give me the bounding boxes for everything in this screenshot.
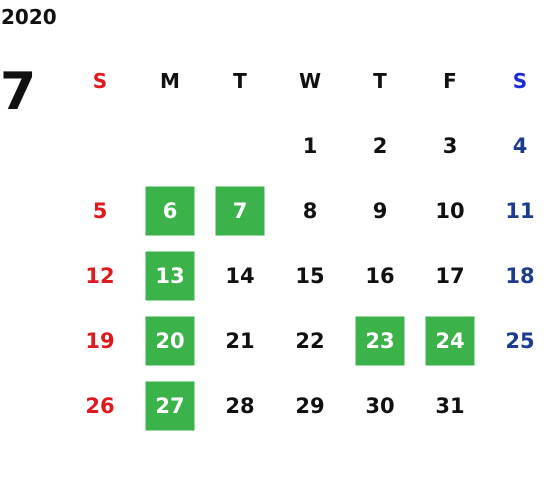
day-number: 21	[225, 328, 255, 353]
day-number: 13	[155, 263, 185, 288]
day-cell[interactable]: 31	[415, 373, 485, 438]
day-highlight	[355, 316, 405, 365]
day-cell[interactable]: 29	[275, 373, 345, 438]
day-cell[interactable]: 26	[65, 373, 135, 438]
weekday-header: W	[298, 68, 322, 93]
day-number: 18	[505, 263, 535, 288]
day-number: 4	[512, 133, 528, 158]
day-number: 9	[372, 198, 388, 223]
day-highlight	[145, 186, 195, 235]
day-cell-highlighted[interactable]: 20	[135, 308, 205, 373]
day-number: 2	[372, 133, 388, 158]
day-cell[interactable]: 18	[485, 243, 548, 308]
day-cell[interactable]: 12	[65, 243, 135, 308]
calendar-month: 7	[0, 62, 37, 122]
day-highlight	[145, 381, 195, 430]
weekday-header: S	[92, 68, 108, 93]
day-number: 5	[92, 198, 108, 223]
day-cell[interactable]: 10	[415, 178, 485, 243]
day-number: 28	[225, 393, 255, 418]
empty-day-cell	[205, 113, 275, 178]
day-cell[interactable]: 25	[485, 308, 548, 373]
day-number: 12	[85, 263, 115, 288]
day-number: 7	[232, 198, 248, 223]
day-number: 10	[435, 198, 465, 223]
day-number: 30	[365, 393, 395, 418]
day-cell[interactable]: 14	[205, 243, 275, 308]
day-cell[interactable]: 28	[205, 373, 275, 438]
day-cell[interactable]: 4	[485, 113, 548, 178]
weekday-header: T	[233, 68, 247, 93]
day-number: 11	[505, 198, 535, 223]
day-cell[interactable]: 30	[345, 373, 415, 438]
day-number: 19	[85, 328, 115, 353]
day-highlight	[215, 186, 265, 235]
day-highlight	[145, 251, 195, 300]
day-number: 22	[295, 328, 325, 353]
day-number: 25	[505, 328, 535, 353]
day-cell[interactable]: 8	[275, 178, 345, 243]
day-number: 26	[85, 393, 115, 418]
empty-day-cell	[135, 113, 205, 178]
day-cell[interactable]: 16	[345, 243, 415, 308]
day-number: 29	[295, 393, 325, 418]
day-number: 24	[435, 328, 465, 353]
weekday-header: S	[512, 68, 528, 93]
day-cell[interactable]: 11	[485, 178, 548, 243]
calendar-year: 2020	[1, 5, 57, 29]
weekday-header: F	[443, 68, 457, 93]
day-number: 23	[365, 328, 395, 353]
day-cell[interactable]: 9	[345, 178, 415, 243]
day-number: 1	[302, 133, 318, 158]
weekday-header: M	[160, 68, 180, 93]
day-cell[interactable]: 15	[275, 243, 345, 308]
day-cell-highlighted[interactable]: 6	[135, 178, 205, 243]
day-highlight	[145, 316, 195, 365]
day-number: 14	[225, 263, 255, 288]
day-highlight	[425, 316, 475, 365]
day-cell[interactable]: 21	[205, 308, 275, 373]
day-cell[interactable]: 2	[345, 113, 415, 178]
day-cell-highlighted[interactable]: 23	[345, 308, 415, 373]
day-cell[interactable]: 5	[65, 178, 135, 243]
day-number: 27	[155, 393, 185, 418]
weekday-header: T	[373, 68, 387, 93]
day-cell-highlighted[interactable]: 24	[415, 308, 485, 373]
empty-day-cell	[65, 113, 135, 178]
day-cell[interactable]: 1	[275, 113, 345, 178]
day-number: 20	[155, 328, 185, 353]
day-number: 3	[442, 133, 458, 158]
day-number: 8	[302, 198, 318, 223]
day-cell[interactable]: 22	[275, 308, 345, 373]
day-number: 16	[365, 263, 395, 288]
day-cell-highlighted[interactable]: 7	[205, 178, 275, 243]
day-cell[interactable]: 17	[415, 243, 485, 308]
day-cell[interactable]: 19	[65, 308, 135, 373]
day-number: 31	[435, 393, 465, 418]
day-number: 6	[162, 198, 178, 223]
day-number: 15	[295, 263, 325, 288]
day-cell[interactable]: 3	[415, 113, 485, 178]
day-cell-highlighted[interactable]: 13	[135, 243, 205, 308]
day-cell-highlighted[interactable]: 27	[135, 373, 205, 438]
day-number: 17	[435, 263, 465, 288]
